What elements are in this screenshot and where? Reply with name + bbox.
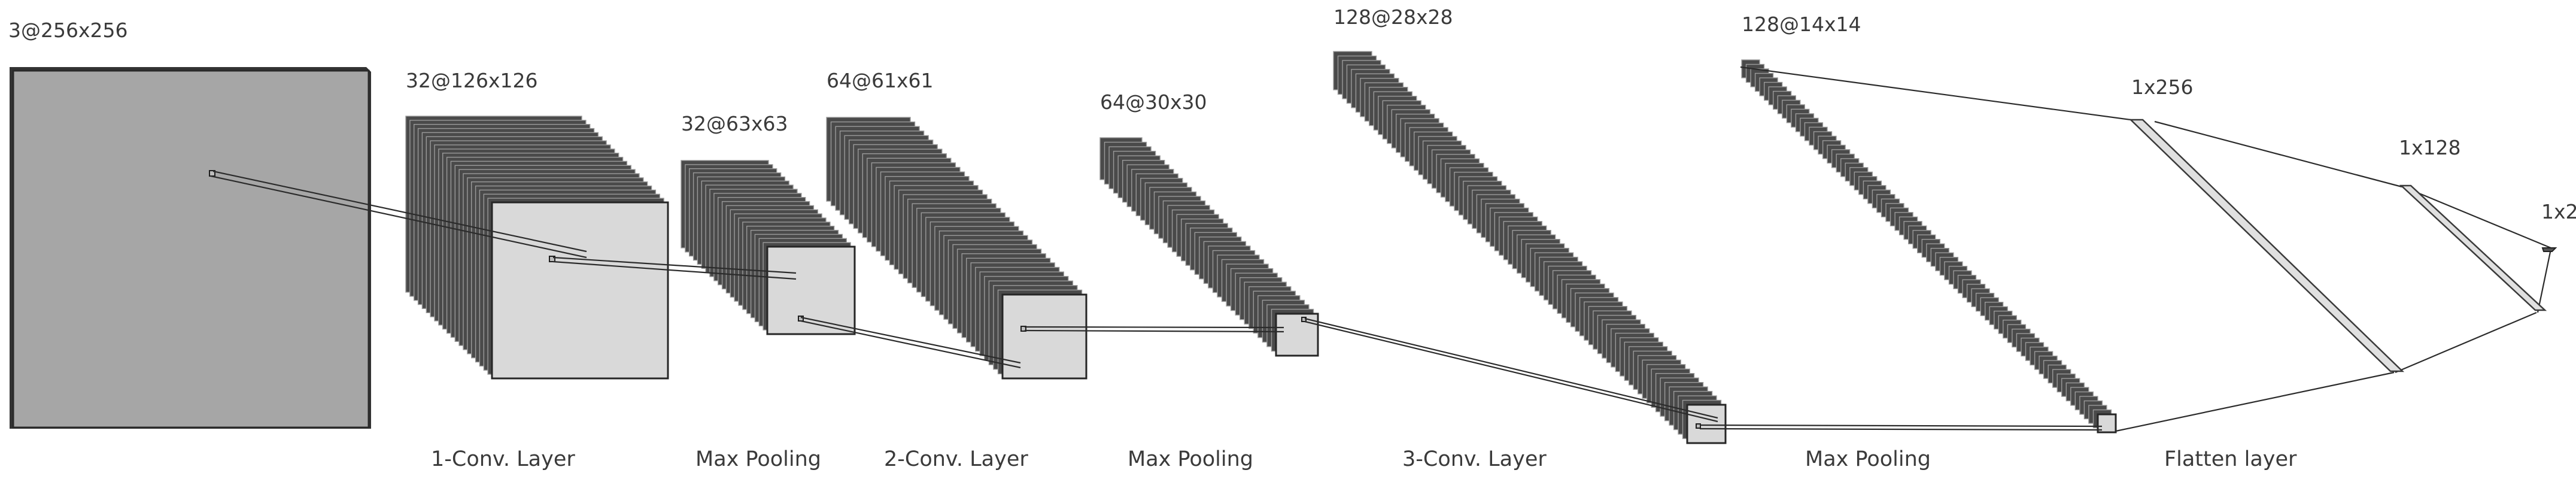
conv3-front-face xyxy=(1686,404,1727,444)
pool1-shape-label: 32@63x63 xyxy=(681,112,788,135)
pool2-shape-label: 64@30x30 xyxy=(1100,90,1207,114)
conv2-shape-label: 64@61x61 xyxy=(827,69,934,92)
flatten-caption: Flatten layer xyxy=(2164,447,2297,471)
pool2-caption: Max Pooling xyxy=(1128,447,1253,471)
conv2-caption: 2-Conv. Layer xyxy=(884,447,1028,471)
conv1-shape-label: 32@126x126 xyxy=(406,69,538,92)
conv3-shape-label: 128@28x28 xyxy=(1333,5,1453,29)
dense-1x256 xyxy=(2128,119,2405,372)
dense1-shape-label: 1x256 xyxy=(2131,75,2194,99)
conv3-stack xyxy=(1333,51,1726,444)
pool3-shape-label: 128@14x14 xyxy=(1742,13,1861,36)
pool3-stack xyxy=(1741,59,2116,433)
pool1-front-face xyxy=(766,245,856,335)
conv3-caption: 3-Conv. Layer xyxy=(1402,447,1547,471)
conv1-caption: 1-Conv. Layer xyxy=(431,447,575,471)
dense2-shape-label: 1x128 xyxy=(2399,136,2461,159)
conv2-front-face xyxy=(1001,293,1087,380)
pool2-front-face xyxy=(1275,313,1319,357)
input-shape-label: 3@256x256 xyxy=(8,19,128,42)
output-shape-label: 1x2 xyxy=(2541,200,2576,223)
conv1-front-face xyxy=(491,201,669,380)
pool1-caption: Max Pooling xyxy=(695,447,821,471)
dense-1x128 xyxy=(2399,184,2547,311)
pool2-stack xyxy=(1099,137,1319,356)
input-volume xyxy=(10,67,371,429)
pool3-caption: Max Pooling xyxy=(1805,447,1931,471)
connection-lines xyxy=(210,66,2552,432)
output-1x2 xyxy=(2541,247,2557,252)
